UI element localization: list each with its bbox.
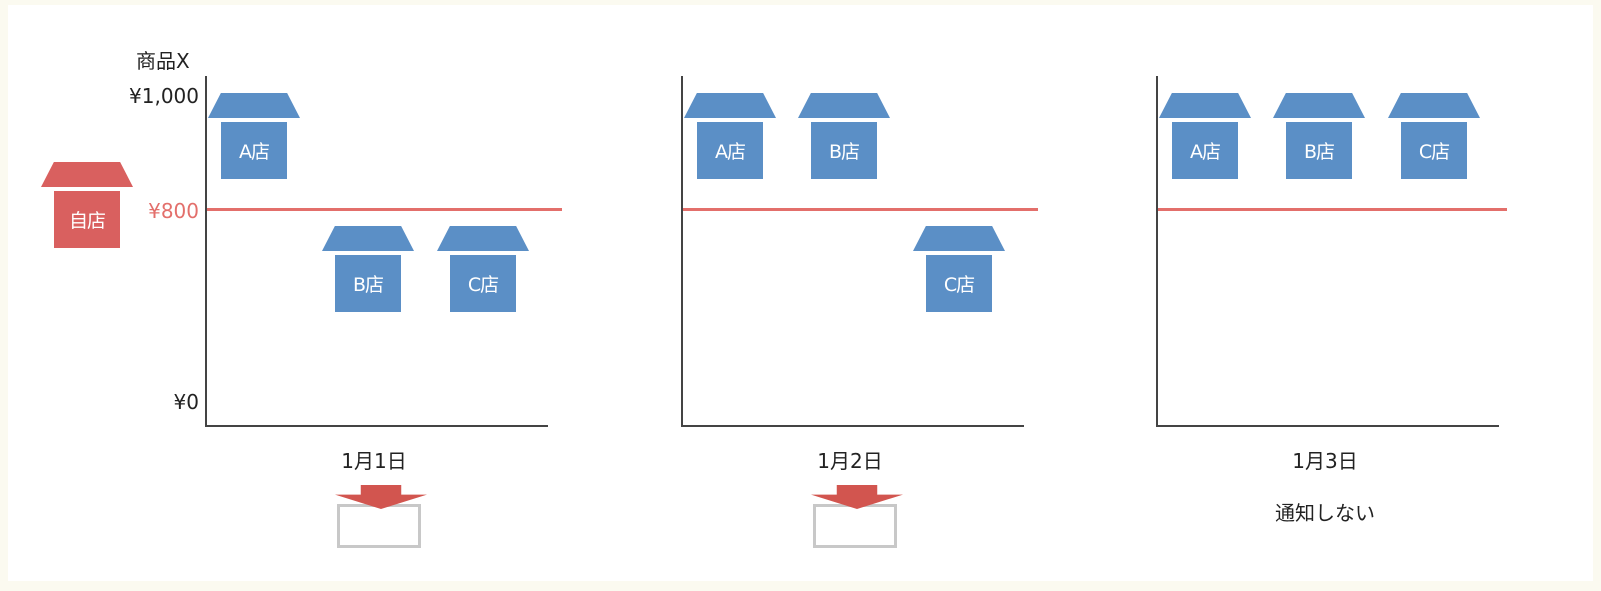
x-axis — [1156, 425, 1499, 427]
store-label: C店 — [926, 255, 992, 312]
date-label: 1月2日 — [817, 449, 883, 473]
mail-notification-icon — [335, 485, 427, 551]
store-c-icon: C店 — [1388, 93, 1480, 181]
store-label: A店 — [1172, 122, 1238, 179]
store-b-icon: B店 — [1273, 93, 1365, 181]
own-price-line — [1158, 208, 1507, 211]
x-axis — [205, 425, 548, 427]
store-c-icon: C店 — [913, 226, 1005, 314]
store-label: A店 — [221, 122, 287, 179]
store-label: A店 — [697, 122, 763, 179]
store-a-icon: A店 — [1159, 93, 1251, 181]
tick-800: ¥800 — [148, 199, 199, 223]
store-label: B店 — [335, 255, 401, 312]
own-price-line — [207, 208, 562, 211]
store-label: B店 — [1286, 122, 1352, 179]
store-label: C店 — [1401, 122, 1467, 179]
own-store-icon: 自店 — [41, 162, 133, 250]
price-comparison-diagram: 商品X ¥1,000 ¥800 ¥0 自店 A店 B店 C店 1月1日 A店 — [8, 5, 1593, 581]
x-axis — [681, 425, 1024, 427]
envelope-icon — [337, 504, 421, 548]
envelope-icon — [813, 504, 897, 548]
item-label: 商品X — [136, 49, 190, 73]
panel-day-3: A店 B店 C店 1月3日 通知しない — [1156, 5, 1576, 581]
store-c-icon: C店 — [437, 226, 529, 314]
y-axis — [1156, 76, 1158, 427]
own-price-line — [683, 208, 1038, 211]
store-a-icon: A店 — [208, 93, 300, 181]
mail-notification-icon — [811, 485, 903, 551]
panel-day-2: A店 B店 C店 1月2日 — [681, 5, 1101, 581]
tick-1000: ¥1,000 — [129, 84, 199, 108]
store-b-icon: B店 — [798, 93, 890, 181]
y-axis — [205, 76, 207, 427]
store-b-icon: B店 — [322, 226, 414, 314]
store-label: C店 — [450, 255, 516, 312]
own-store-label: 自店 — [54, 191, 120, 248]
y-axis — [681, 76, 683, 427]
tick-0: ¥0 — [173, 390, 199, 414]
panel-day-1: A店 B店 C店 1月1日 — [205, 5, 625, 581]
date-label: 1月1日 — [341, 449, 407, 473]
no-notification-text: 通知しない — [1275, 501, 1375, 525]
date-label: 1月3日 — [1292, 449, 1358, 473]
store-label: B店 — [811, 122, 877, 179]
store-a-icon: A店 — [684, 93, 776, 181]
